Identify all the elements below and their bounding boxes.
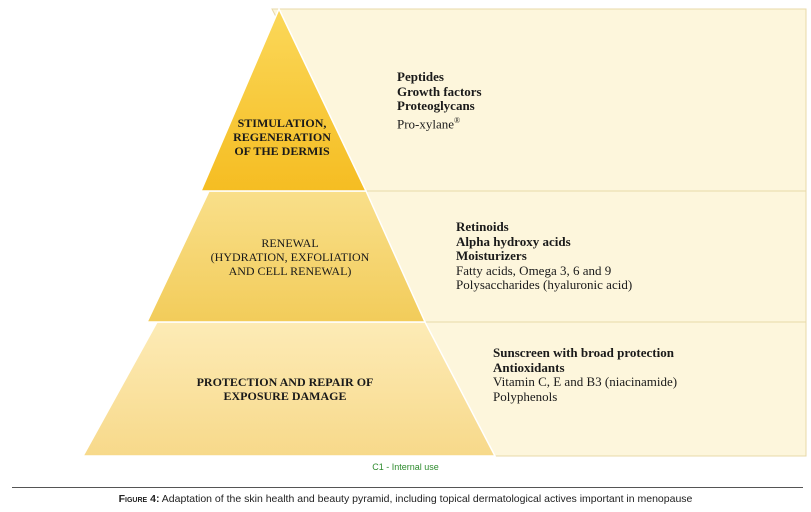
- tier-label-middle: RENEWAL (HYDRATION, EXFOLIATION AND CELL…: [180, 236, 400, 278]
- actives-list-bottom: Sunscreen with broad protection Antioxid…: [493, 345, 678, 404]
- tier-label-line: EXPOSURE DAMAGE: [223, 389, 347, 403]
- active-item: Peptides: [397, 69, 444, 84]
- figure-label: Figure 4:: [118, 493, 160, 505]
- tier-label-top: STIMULATION, REGENERATION OF THE DERMIS: [212, 116, 352, 158]
- tier-label-line: OF THE DERMIS: [234, 144, 330, 158]
- caption-text: Adaptation of the skin health and beauty…: [159, 493, 693, 505]
- active-item-text: Pro-xylane: [397, 115, 455, 131]
- tier-label-line: AND CELL RENEWAL): [228, 264, 352, 278]
- tier-label-line: RENEWAL: [261, 236, 319, 250]
- caption-divider: [12, 487, 803, 488]
- pyramid-diagram: [81, 7, 807, 457]
- active-item: Fatty acids, Omega 3, 6 and 9: [456, 262, 612, 278]
- active-item: Pro-xylane®: [397, 114, 482, 132]
- registered-mark: ®: [454, 115, 461, 125]
- tier-label-line: STIMULATION,: [237, 116, 327, 130]
- figure-caption: Figure 4: Adaptation of the skin health …: [0, 493, 811, 505]
- classification-label: C1 - Internal use: [372, 462, 439, 472]
- actives-list-middle: Retinoids Alpha hydroxy acids Moisturize…: [456, 219, 633, 293]
- tier-label-line: REGENERATION: [233, 130, 331, 144]
- active-item: Retinoids: [456, 219, 509, 234]
- actives-list-top: Peptides Growth factors Proteoglycans Pr…: [397, 69, 482, 132]
- active-item: Polyphenols: [493, 388, 558, 404]
- active-item: Vitamin C, E and B3 (niacinamide): [493, 374, 678, 389]
- active-item: Polysaccharides (hyaluronic acid): [456, 277, 633, 292]
- tier-label-line: PROTECTION AND REPAIR OF: [196, 375, 374, 389]
- tier-label-line: (HYDRATION, EXFOLIATION: [210, 250, 370, 264]
- active-item: Moisturizers: [456, 248, 527, 263]
- active-item: Sunscreen with broad protection: [493, 345, 674, 360]
- active-item: Alpha hydroxy acids: [456, 233, 571, 249]
- active-item: Antioxidants: [493, 359, 565, 375]
- pyramid-tier-top: [199, 7, 368, 192]
- active-item: Proteoglycans: [397, 98, 475, 113]
- tier-label-bottom: PROTECTION AND REPAIR OF EXPOSURE DAMAGE: [150, 375, 420, 403]
- active-item: Growth factors: [397, 83, 482, 99]
